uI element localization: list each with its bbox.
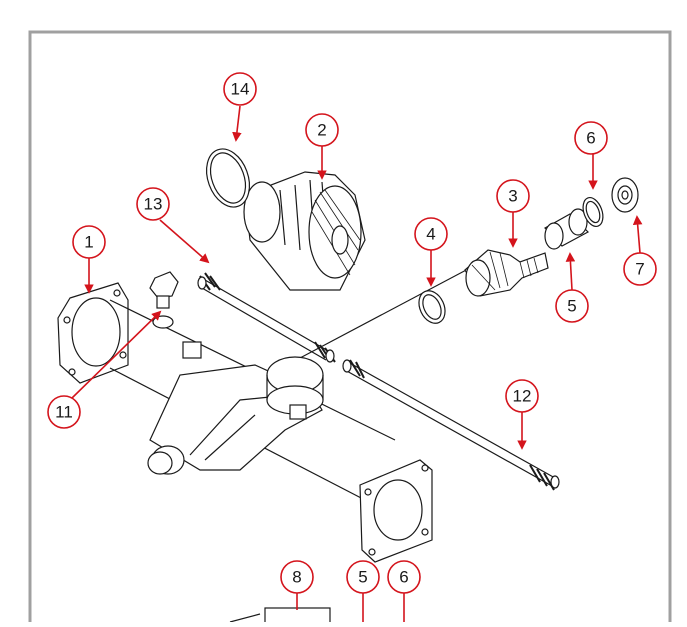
callout-circle-14 <box>223 72 257 106</box>
callout-label-4: 4 <box>426 225 435 244</box>
callout-circle-13 <box>136 187 170 221</box>
snap-ring-14 <box>205 148 251 208</box>
callout-label-3: 3 <box>508 187 517 206</box>
retaining-clip-6 <box>582 196 604 228</box>
callout-label-14: 14 <box>231 80 250 99</box>
callout-label-6-top: 6 <box>586 129 595 148</box>
axle-shaft-upper <box>197 272 336 363</box>
axle-housing <box>57 282 433 563</box>
callout-label-11: 11 <box>55 403 73 422</box>
assembly-axis-line <box>299 267 471 359</box>
callout-circle-3 <box>496 179 530 213</box>
panel-border <box>28 30 672 627</box>
callout-label-7: 7 <box>635 260 644 279</box>
leader-11 <box>71 310 162 399</box>
differential-assembly <box>243 171 366 291</box>
callout-label-2: 2 <box>317 121 326 140</box>
callout-circle-5-bottom <box>346 560 380 594</box>
callout-circle-2 <box>305 113 339 147</box>
leader-13 <box>159 219 210 264</box>
callout-label-5-top: 5 <box>567 297 576 316</box>
callout-label-6-bottom: 6 <box>399 568 408 587</box>
bearing-5 <box>544 208 589 250</box>
callout-label-12: 12 <box>513 387 532 406</box>
callout-circle-12 <box>505 379 539 413</box>
callout-circle-11 <box>47 395 81 429</box>
callout-circle-6-bottom <box>387 560 421 594</box>
callout-circle-7 <box>623 252 657 286</box>
leader-7 <box>632 215 643 254</box>
callout-circle-4 <box>414 217 448 251</box>
callout-circle-1 <box>72 225 106 259</box>
callout-label-13: 13 <box>144 195 163 214</box>
o-ring-4 <box>418 290 446 324</box>
callout-label-8: 8 <box>292 568 301 587</box>
seal-7 <box>611 177 639 213</box>
callout-circle-6-top <box>574 121 608 155</box>
callout-label-1: 1 <box>84 233 93 252</box>
leader-14 <box>232 105 242 142</box>
callout-label-5-bottom: 5 <box>358 568 367 587</box>
pinion-gear <box>464 249 549 297</box>
leader-5-top <box>565 252 576 291</box>
callout-circle-8 <box>280 560 314 594</box>
axle-shaft-lower <box>342 359 560 491</box>
callout-circle-5-top <box>555 289 589 323</box>
